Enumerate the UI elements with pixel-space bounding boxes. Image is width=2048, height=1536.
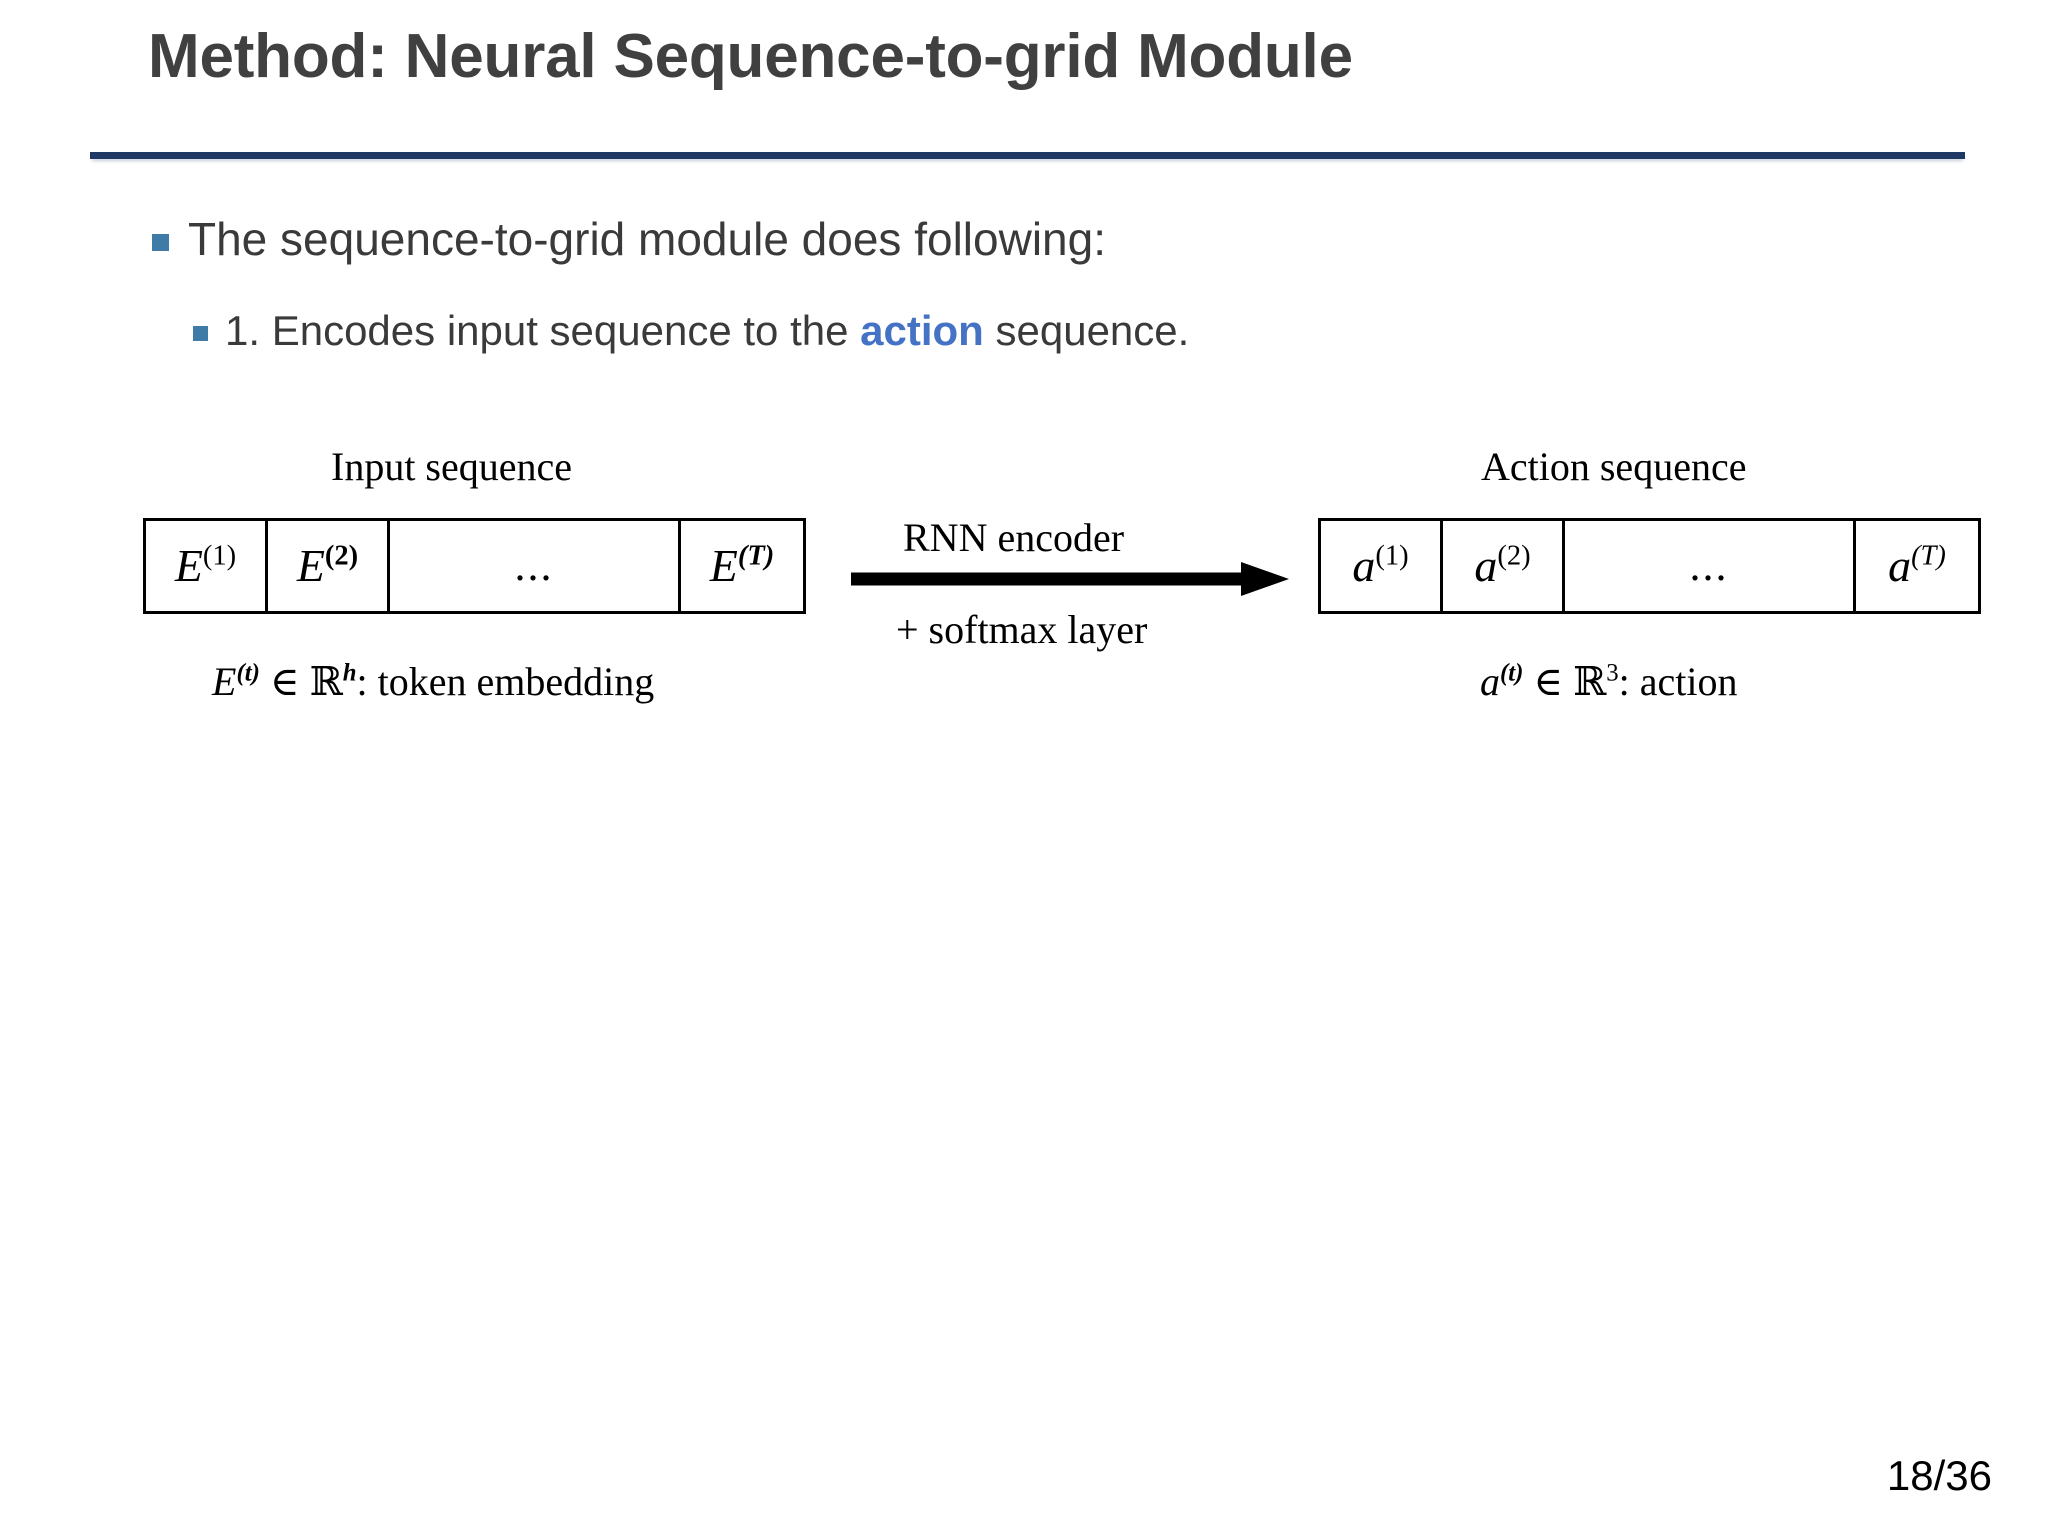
page-number: 18/36 bbox=[1886, 1452, 1992, 1499]
input-sequence-caption: E(t) ∈ ℝh: token embedding bbox=[212, 658, 654, 705]
bullet-square-icon bbox=[152, 234, 169, 251]
input-ellipsis-label: ... bbox=[514, 541, 554, 590]
action-cell-2-math: a(2) bbox=[1474, 540, 1531, 591]
input-caption-description: : token embedding bbox=[356, 659, 655, 704]
input-caption-symbol: E bbox=[212, 659, 237, 704]
bullet-level2-suffix: sequence. bbox=[983, 307, 1190, 354]
input-cell-T: E(T) bbox=[681, 521, 803, 611]
action-sequence-label: Action sequence bbox=[1481, 444, 1747, 489]
bullet-item-level1: The sequence-to-grid module does followi… bbox=[152, 212, 1106, 267]
bullet-square-icon bbox=[193, 326, 208, 341]
action-caption-symbol: a bbox=[1480, 659, 1500, 704]
action-caption-symbol-sup: (t) bbox=[1500, 659, 1524, 687]
input-cell-1-math: E(1) bbox=[174, 540, 237, 591]
input-cell-T-math: E(T) bbox=[709, 540, 775, 591]
bullet-level2-prefix: 1. Encodes input sequence to the bbox=[225, 307, 861, 354]
action-cell-T: a(T) bbox=[1856, 521, 1978, 611]
input-caption-symbol-sup: (t) bbox=[236, 659, 260, 687]
rnn-encoder-label: RNN encoder bbox=[903, 515, 1125, 560]
action-caption-description: : action bbox=[1618, 659, 1738, 704]
input-cell-2-math: E(2) bbox=[296, 540, 359, 591]
action-cell-1: a(1) bbox=[1321, 521, 1443, 611]
action-cell-T-math: a(T) bbox=[1888, 540, 1946, 591]
input-sequence-label: Input sequence bbox=[331, 444, 573, 489]
action-caption-space: ℝ bbox=[1573, 659, 1607, 705]
action-sequence-box: a(1) a(2) ... a(T) bbox=[1318, 518, 1981, 614]
action-caption-membership: ∈ bbox=[1533, 659, 1564, 704]
page-title: Method: Neural Sequence-to-grid Module bbox=[148, 22, 1353, 91]
action-cell-1-math: a(1) bbox=[1352, 540, 1409, 591]
softmax-layer-label: + softmax layer bbox=[896, 607, 1148, 652]
highlight-action-word: action bbox=[860, 307, 984, 354]
action-sequence-caption: a(t) ∈ ℝ3: action bbox=[1480, 658, 1738, 705]
input-cell-ellipsis: ... bbox=[390, 521, 681, 611]
action-cell-2: a(2) bbox=[1443, 521, 1565, 611]
action-ellipsis-label: ... bbox=[1689, 541, 1729, 590]
input-cell-2: E(2) bbox=[268, 521, 390, 611]
input-caption-space: ℝ bbox=[309, 659, 343, 705]
right-arrow-icon bbox=[851, 562, 1289, 596]
bullet-level2-label: 1. Encodes input sequence to the action … bbox=[225, 306, 1189, 356]
action-caption-space-sup: 3 bbox=[1606, 659, 1619, 687]
input-caption-membership: ∈ bbox=[269, 659, 300, 704]
bullet-level1-label: The sequence-to-grid module does followi… bbox=[188, 213, 1106, 265]
action-cell-ellipsis: ... bbox=[1565, 521, 1856, 611]
input-sequence-box: E(1) E(2) ... E(T) bbox=[143, 518, 806, 614]
input-cell-1: E(1) bbox=[146, 521, 268, 611]
input-caption-space-sup: h bbox=[342, 659, 357, 687]
title-divider-rule bbox=[90, 152, 1965, 159]
bullet-item-level2: 1. Encodes input sequence to the action … bbox=[193, 306, 1189, 356]
